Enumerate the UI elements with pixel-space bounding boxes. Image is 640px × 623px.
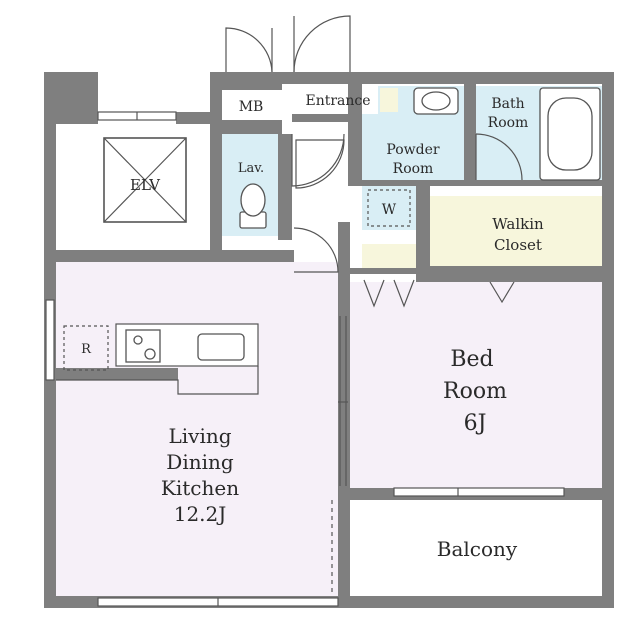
windows xyxy=(45,111,565,607)
label-bed-2: Room xyxy=(443,379,507,404)
door-swing-icon xyxy=(291,133,345,187)
entrance-floor xyxy=(292,86,378,114)
fridge-box xyxy=(63,325,109,371)
shelf-floor xyxy=(362,244,418,268)
door-swing-icon xyxy=(489,281,515,304)
label-ldk-4: 12.2J xyxy=(174,502,227,526)
stove-icon xyxy=(125,329,161,363)
label-powder-2: Room xyxy=(393,161,434,177)
door-swing-icon xyxy=(295,139,345,189)
sink-icon xyxy=(197,333,245,361)
washer-floor xyxy=(362,184,416,230)
label-ldk-1: Living xyxy=(168,424,231,448)
fixtures xyxy=(125,87,601,363)
elevator-floor xyxy=(58,124,208,250)
door-swing-icon xyxy=(363,279,415,308)
label-bath-1: Bath xyxy=(491,96,524,112)
label-elv: ELV xyxy=(130,176,161,194)
label-lav: Lav. xyxy=(238,161,264,176)
window-icon xyxy=(393,487,565,497)
label-fridge: R xyxy=(81,342,92,357)
label-bath-2: Room xyxy=(488,115,529,131)
label-bed-3: 6J xyxy=(464,411,487,436)
door-swing-icon xyxy=(475,133,523,181)
bedroom-floor xyxy=(350,282,602,488)
label-ldk-2: Dining xyxy=(166,450,234,474)
label-entrance: Entrance xyxy=(305,93,370,109)
window-icon xyxy=(45,299,55,381)
counter-bar xyxy=(56,368,178,380)
door-swing-icon xyxy=(293,15,351,73)
label-walkin-2: Closet xyxy=(494,236,542,254)
walkin-floor xyxy=(430,196,602,268)
ldk-floor xyxy=(56,262,338,596)
labels: MB Entrance Bath Room Powder Room ELV La… xyxy=(81,93,544,561)
washer-box xyxy=(367,189,411,227)
label-powder-1: Powder xyxy=(386,142,440,158)
door-swing-icon xyxy=(225,27,273,73)
toilet-icon xyxy=(239,183,267,229)
doors xyxy=(225,15,523,308)
label-bed-1: Bed xyxy=(450,347,493,372)
label-balcony: Balcony xyxy=(437,537,518,561)
elevator-car xyxy=(103,137,187,223)
entrance-tile xyxy=(380,88,398,112)
label-washer: W xyxy=(382,202,397,218)
label-walkin-1: Walkin xyxy=(492,215,544,233)
balcony-floor xyxy=(350,500,602,596)
label-mb: MB xyxy=(239,99,264,115)
door-swing-icon xyxy=(293,227,339,273)
label-ldk-3: Kitchen xyxy=(161,476,239,500)
